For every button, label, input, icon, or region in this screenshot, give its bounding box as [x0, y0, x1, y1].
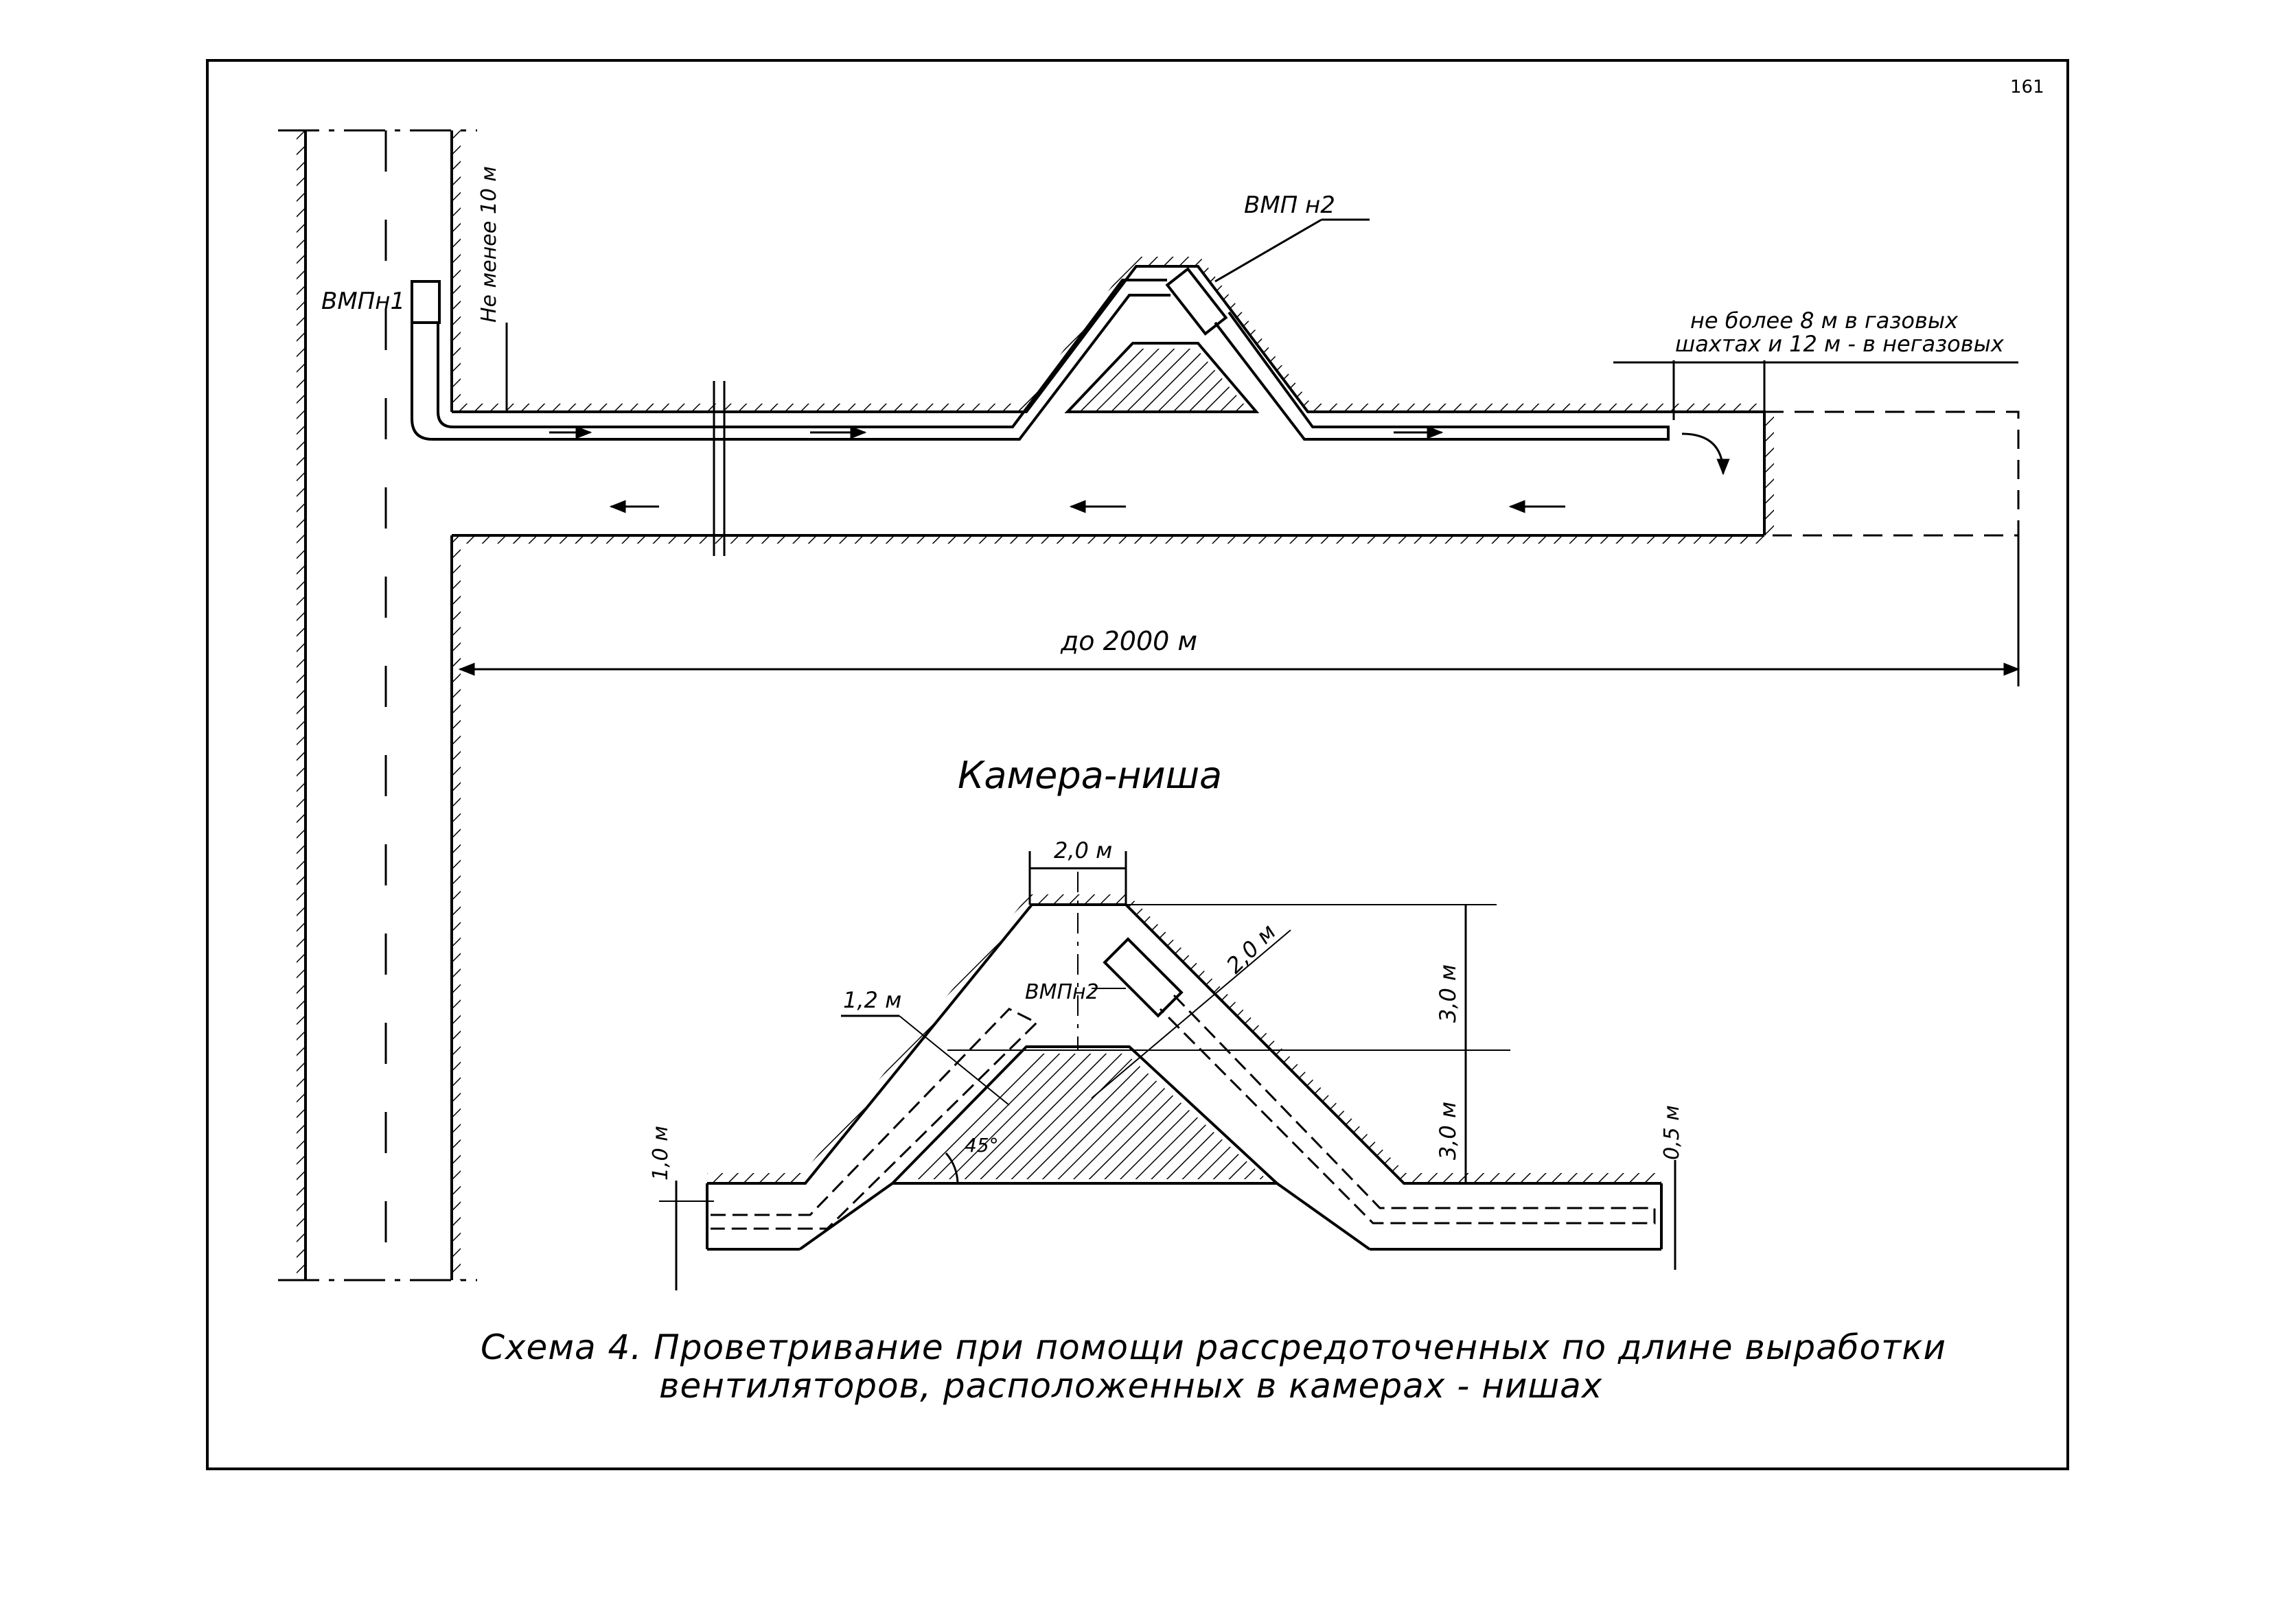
length-dimension-label: до 2000 м	[1060, 626, 1197, 656]
dim-upper-height: 3,0 м	[1435, 964, 1461, 1023]
horizontal-gallery	[452, 257, 2020, 556]
figure-caption: Схема 4. Проветривание при помощи рассре…	[481, 1328, 2060, 1405]
fan-1-label: ВМПн1	[321, 288, 405, 315]
caption-line-2: вентиляторов, расположенных в камерах - …	[659, 1366, 1603, 1406]
page-number: 161	[2010, 77, 2044, 97]
min-distance-label: Не менее 10 м	[477, 166, 501, 323]
airflow-arrows	[549, 426, 1730, 513]
dim-lower-height: 3,0 м	[1435, 1102, 1461, 1160]
niche-detail	[659, 851, 1676, 1290]
niche-fan-label: ВМПн2	[1025, 980, 1099, 1004]
page-frame	[206, 59, 2069, 1470]
caption-line-1: Схема 4. Проветривание при помощи рассре…	[481, 1327, 1946, 1367]
fan-2-body	[1165, 267, 1228, 336]
dim-top-width: 2,0 м	[1054, 837, 1112, 863]
dim-left-gallery: 1,0 м	[649, 1126, 673, 1181]
dim-right-gallery: 0,5 м	[1660, 1105, 1684, 1160]
fan-2-label: ВМП н2	[1244, 192, 1335, 219]
dim-left-offset: 1,2 м	[843, 987, 901, 1013]
max-distance-label-line1: не более 8 м в газовых	[1690, 308, 1959, 334]
vertical-gallery	[278, 129, 477, 1281]
main-scheme	[278, 129, 2020, 1281]
air-duct	[411, 267, 1670, 441]
niche-fan-body	[1103, 937, 1184, 1018]
dim-duct-offset: 2,0 м	[1221, 919, 1281, 979]
angle-label: 45°	[965, 1134, 999, 1157]
fan-1-body	[411, 280, 441, 324]
niche-title: Камера-ниша	[958, 754, 1222, 797]
max-distance-label-line2: шахтах и 12 м - в негазовых	[1675, 331, 2005, 357]
